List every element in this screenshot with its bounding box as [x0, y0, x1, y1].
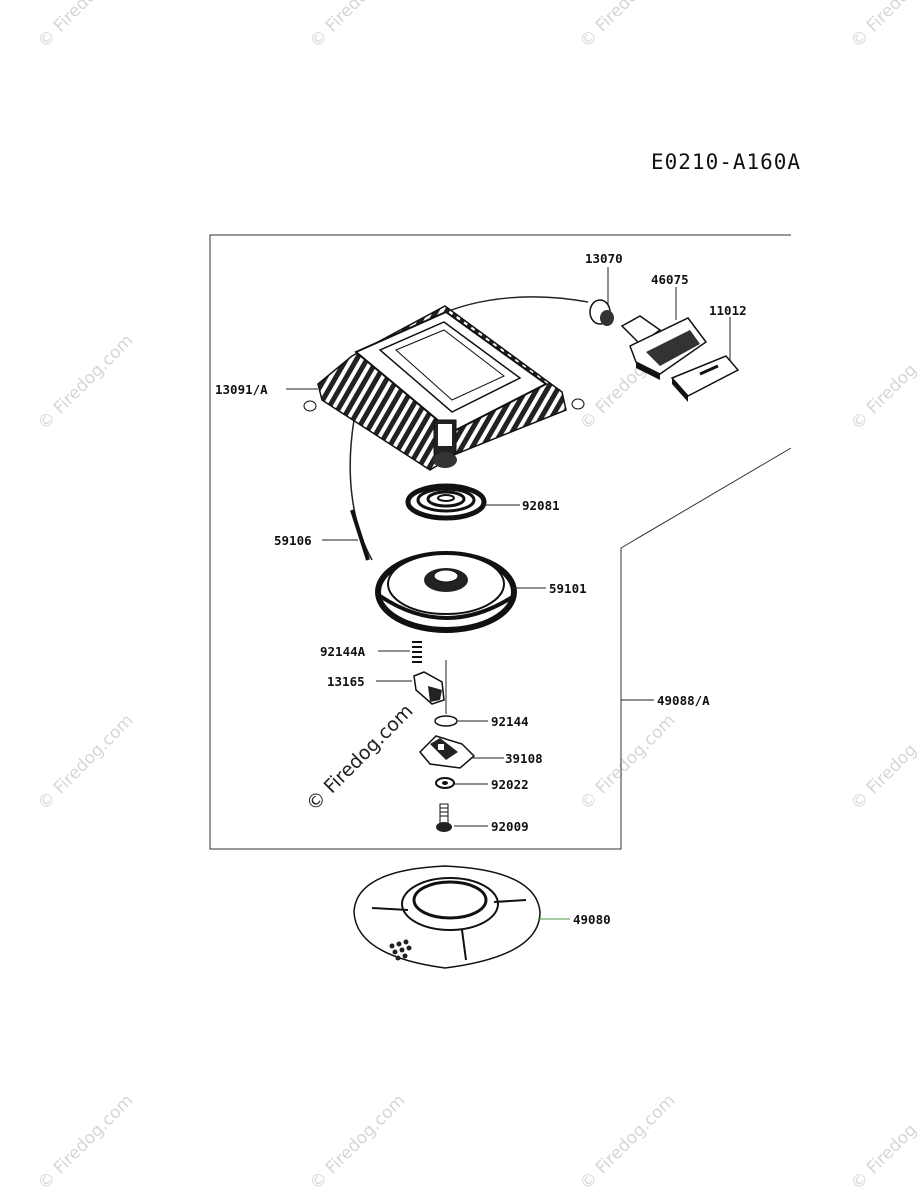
diagram-code: E0210-A160A — [651, 150, 802, 174]
part-label-92081: 92081 — [522, 498, 560, 513]
part-label-13070: 13070 — [585, 251, 623, 266]
recoil-cover-13091a — [303, 305, 585, 471]
pulley-49080 — [353, 865, 541, 969]
part-label-59106: 59106 — [274, 533, 312, 548]
part-label-46075: 46075 — [651, 272, 689, 287]
handle-insert-11012 — [670, 355, 740, 402]
part-label-39108: 39108 — [505, 751, 543, 766]
spring-92144a — [412, 641, 422, 663]
part-label-11012: 11012 — [709, 303, 747, 318]
rope-guide-13070 — [589, 299, 614, 326]
part-label-92144a: 92144A — [320, 644, 366, 659]
part-label-59101: 59101 — [549, 581, 587, 596]
bolt-92009 — [436, 803, 452, 832]
part-label-13165: 13165 — [327, 674, 365, 689]
washer-92022 — [435, 777, 455, 789]
part-label-13091a: 13091/A — [215, 382, 268, 397]
part-label-49088a: 49088/A — [657, 693, 710, 708]
part-label-92009: 92009 — [491, 819, 529, 834]
recoil-spring-92081 — [405, 483, 487, 521]
friction-plate-39108 — [418, 735, 476, 769]
part-label-92022: 92022 — [491, 777, 529, 792]
assembly-frame — [209, 234, 792, 850]
handle-46075 — [620, 315, 708, 380]
ratchet-13165 — [413, 671, 445, 705]
washer-92144 — [434, 715, 458, 727]
part-label-92144: 92144 — [491, 714, 529, 729]
part-label-49080: 49080 — [573, 912, 611, 927]
leader-lines — [286, 267, 731, 920]
reel-59101 — [375, 551, 517, 633]
